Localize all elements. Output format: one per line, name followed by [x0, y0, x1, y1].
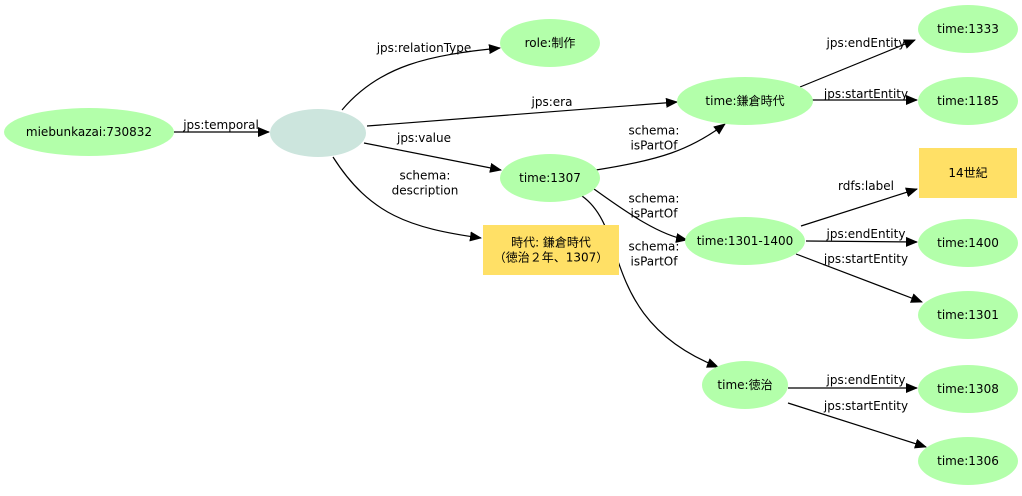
node-time-1301: time:1301	[918, 291, 1018, 339]
edge-label: schema:	[400, 169, 451, 183]
resource-ellipse	[677, 77, 813, 125]
node-label: role:制作	[525, 36, 576, 50]
node-1307: 時代: 鎌倉時代（徳治２年、1307）	[483, 225, 619, 275]
edge-schema-description: schema:description	[332, 156, 482, 242]
edge-arrow	[595, 123, 726, 171]
edge-label: jps:temporal	[182, 118, 259, 132]
node-label: time:1301	[937, 308, 999, 322]
blank-node-ellipse	[270, 109, 366, 157]
edge-label: jps:startEntity	[823, 399, 908, 413]
edge-arrow	[795, 253, 923, 303]
edge-jps-endentity: jps:endEntity	[805, 227, 918, 247]
edge-label: jps:endEntity	[826, 227, 906, 241]
node-14: 14世紀	[919, 148, 1017, 198]
edge-arrow	[805, 236, 918, 247]
node-time-1308: time:1308	[918, 365, 1018, 413]
edge-label: jps:era	[531, 95, 573, 109]
edge-label: jps:startEntity	[823, 252, 908, 266]
edge-arrow	[581, 195, 719, 368]
node-label: （徳治２年、1307）	[494, 250, 609, 265]
edge-jps-startentity: jps:startEntity	[787, 399, 927, 449]
node-label: time:1333	[937, 22, 999, 36]
edge-jps-endentity: jps:endEntity	[788, 373, 918, 393]
literal-box	[483, 225, 619, 275]
resource-ellipse	[500, 19, 600, 67]
node-label: time:1185	[937, 94, 999, 108]
edge-label: rdfs:label	[838, 179, 894, 193]
edges-layer: jps:temporal jps:relationType jps:era jps:v…	[174, 36, 927, 449]
edge-label: jps:endEntity	[826, 373, 906, 387]
resource-ellipse	[918, 365, 1018, 413]
edge-jps-relationtype: jps:relationType	[341, 41, 501, 111]
node-miebunkazai-730832: miebunkazai:730832	[4, 108, 174, 156]
node-label: miebunkazai:730832	[26, 125, 152, 139]
node-time-1301-1400: time:1301-1400	[685, 217, 805, 265]
edge-jps-endentity: jps:endEntity	[799, 36, 916, 88]
edge-schema-ispartof: schema:isPartOf	[593, 188, 688, 243]
resource-ellipse	[4, 108, 174, 156]
edge-arrow	[800, 187, 918, 227]
edge-jps-era: jps:era	[366, 95, 678, 127]
edge-label: isPartOf	[631, 207, 679, 221]
node-time-1333: time:1333	[918, 5, 1018, 53]
edge-jps-temporal: jps:temporal	[174, 118, 270, 137]
edge-arrow	[332, 156, 482, 242]
edge-arrow	[593, 188, 688, 243]
resource-ellipse	[702, 361, 788, 409]
node-item-1	[270, 109, 366, 157]
edge-rdfs-label: rdfs:label	[800, 179, 918, 227]
edge-schema-ispartof: schema:isPartOf	[581, 195, 719, 368]
node-time: time:徳治	[702, 361, 788, 409]
edge-schema-ispartof: schema:isPartOf	[595, 123, 726, 171]
edge-label: schema:	[629, 192, 680, 206]
node-label: time:1308	[937, 382, 999, 396]
edge-arrow	[787, 402, 927, 449]
edge-label: isPartOf	[631, 139, 679, 153]
edge-label: schema:	[629, 240, 680, 254]
node-label: time:徳治	[717, 377, 772, 392]
node-time-1400: time:1400	[918, 219, 1018, 267]
resource-ellipse	[918, 291, 1018, 339]
node-label: 14世紀	[948, 166, 987, 180]
node-label: time:鎌倉時代	[705, 93, 784, 108]
edge-label: jps:endEntity	[826, 36, 906, 50]
edge-arrow	[363, 142, 502, 173]
node-label: time:1306	[937, 454, 999, 468]
edge-label: jps:relationType	[376, 41, 472, 55]
node-time-1306: time:1306	[918, 437, 1018, 485]
edge-label: jps:value	[396, 131, 451, 145]
edge-label: jps:startEntity	[823, 87, 908, 101]
resource-ellipse	[918, 5, 1018, 53]
edge-label: schema:	[629, 124, 680, 138]
literal-box	[919, 148, 1017, 198]
node-role: role:制作	[500, 19, 600, 67]
node-label: time:1400	[937, 236, 999, 250]
edge-arrow	[799, 39, 916, 88]
nodes-layer: miebunkazai:730832 role:制作 time:鎌倉時代 time:1…	[4, 5, 1018, 485]
resource-ellipse	[685, 217, 805, 265]
edge-jps-startentity: jps:startEntity	[795, 252, 923, 303]
resource-ellipse	[500, 154, 600, 202]
node-time-1185: time:1185	[918, 77, 1018, 125]
edge-arrow	[341, 44, 501, 111]
edge-jps-value: jps:value	[363, 131, 502, 173]
resource-ellipse	[918, 437, 1018, 485]
node-label: time:1307	[519, 171, 581, 185]
edge-label: description	[392, 184, 459, 198]
resource-ellipse	[918, 219, 1018, 267]
node-time-1307: time:1307	[500, 154, 600, 202]
node-label: time:1301-1400	[697, 234, 794, 248]
edge-jps-startentity: jps:startEntity	[812, 87, 918, 105]
resource-ellipse	[918, 77, 1018, 125]
edge-label: isPartOf	[631, 255, 679, 269]
node-time: time:鎌倉時代	[677, 77, 813, 125]
node-label: 時代: 鎌倉時代	[511, 235, 591, 250]
edge-arrow	[366, 97, 678, 127]
